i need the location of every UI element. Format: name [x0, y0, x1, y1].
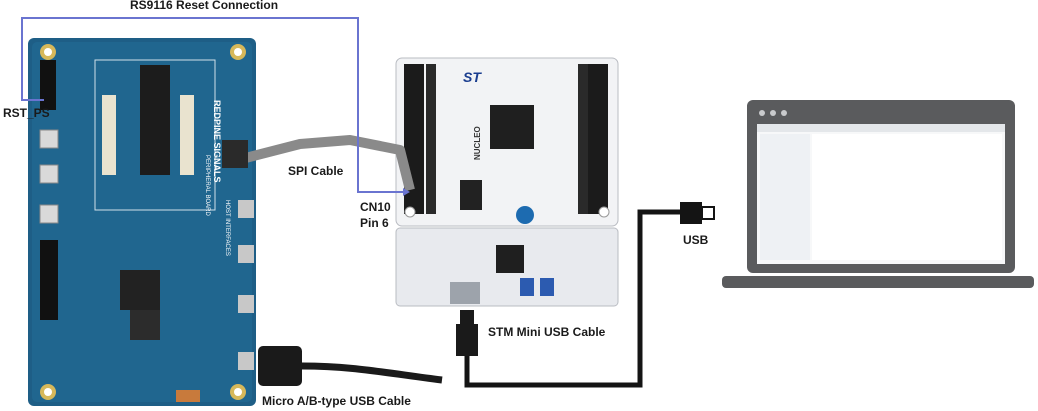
rst-ps-label: RST_PS: [3, 106, 50, 120]
host-interfaces-silkscreen: HOST INTERFACES: [224, 200, 230, 256]
rs9116-evaluation-board: REDPINE SIGNALS PERIPHERAL BOARD HOST IN…: [28, 38, 256, 406]
rs9116-board-logo: REDPINE SIGNALS: [212, 100, 222, 183]
stm-mini-usb-cable: [456, 202, 715, 388]
reset-connection-label: RS9116 Reset Connection: [130, 0, 279, 12]
pin6-label: Pin 6: [360, 216, 389, 230]
usb-label: USB: [683, 233, 709, 247]
micro-usb-cable-label: Micro A/B-type USB Cable: [262, 394, 411, 408]
spi-cable-label: SPI Cable: [288, 164, 344, 178]
st-logo: ST: [463, 69, 482, 85]
laptop: [722, 100, 1034, 288]
cn10-label: CN10: [360, 200, 391, 214]
stm32-nucleo-board: NUCLEO ST: [395, 57, 619, 307]
reset-connection-wire: [21, 17, 403, 193]
micro-usb-cable: [258, 346, 443, 386]
stm-mini-usb-cable-label: STM Mini USB Cable: [488, 325, 606, 339]
peripheral-board-silkscreen: PERIPHERAL BOARD: [204, 155, 210, 216]
spi-ribbon-cable: [228, 135, 415, 192]
nucleo-board-logo: NUCLEO: [473, 126, 482, 160]
